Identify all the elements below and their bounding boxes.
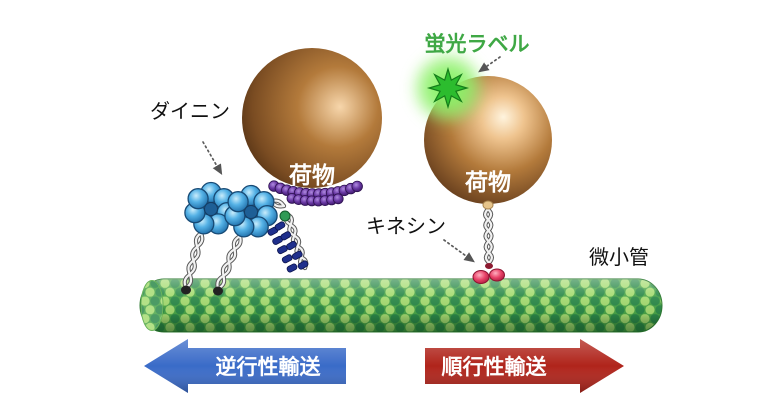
microtubule-label: 微小管 [589, 245, 649, 269]
dynein-foot [213, 286, 223, 296]
dynein-motor-heads [184, 181, 278, 238]
retrograde-label: 逆行性輸送 [216, 355, 322, 379]
kinesin-head [489, 268, 505, 282]
dynein-motor-ring [224, 184, 278, 238]
dynein-adaptor-dot [279, 210, 291, 222]
cargo-sphere-left [242, 48, 382, 188]
cargo-left-label: 荷物 [289, 162, 335, 189]
glowing-star-icon [414, 54, 482, 122]
dynein-light-chain [291, 250, 303, 260]
dynein-light-chain [286, 240, 297, 251]
twisted-stalk [285, 212, 308, 270]
twisted-stalk [484, 207, 493, 265]
dynein-ring-hub [244, 205, 258, 219]
retrograde-arrow-shading [144, 339, 346, 393]
kinesin-stalk [483, 206, 494, 266]
dynein-motor-ring [184, 181, 238, 235]
anterograde-transport-arrow: 順行性輸送 [425, 339, 624, 393]
dynein-stalks [182, 230, 243, 292]
anterograde-label: 順行性輸送 [442, 355, 548, 379]
kinesin-cargo-binding [482, 200, 494, 210]
microtubule-end-left [140, 280, 164, 331]
kinesin-motor [472, 200, 505, 284]
microtubule [139, 278, 663, 333]
cargo-adaptor-bead [332, 193, 344, 205]
pointer-kinesin [443, 239, 475, 263]
anterograde-arrow-shading [425, 339, 624, 393]
cargo-adaptor-bead [351, 180, 363, 193]
microtubule-shading [140, 279, 662, 332]
twisted-stalk [484, 207, 493, 265]
pointer-dynein [202, 141, 223, 176]
twisted-stalk [216, 234, 242, 291]
dynein-light-chain [280, 231, 292, 241]
cargo-adaptor [268, 180, 363, 207]
dynein-light-chain [286, 263, 298, 273]
dynein-light-chain [297, 260, 309, 270]
fluorescent-label: 蛍光ラベル [425, 32, 530, 56]
retrograde-transport-arrow: 逆行性輸送 [144, 339, 346, 393]
dynein-label: ダイニン [150, 99, 230, 123]
microtubule-end-highlight [141, 280, 163, 331]
dynein-ring-subunit [187, 188, 209, 210]
cargo-left: 荷物 [242, 48, 382, 189]
pointer-fluorescent-label [478, 56, 501, 73]
dynein-light-chain [274, 221, 286, 231]
dynein-ring-hub [204, 202, 218, 216]
kinesin-label: キネシン [366, 214, 446, 238]
star-shape [426, 66, 470, 110]
cargo-right-label: 荷物 [465, 169, 511, 196]
dynein-foot [181, 285, 191, 295]
kinesin-head [472, 270, 490, 284]
twisted-stalk [183, 231, 204, 290]
kinesin-neck [485, 263, 493, 269]
dynein-light-chain [281, 254, 293, 264]
dynein-ring-subunit [227, 191, 249, 213]
